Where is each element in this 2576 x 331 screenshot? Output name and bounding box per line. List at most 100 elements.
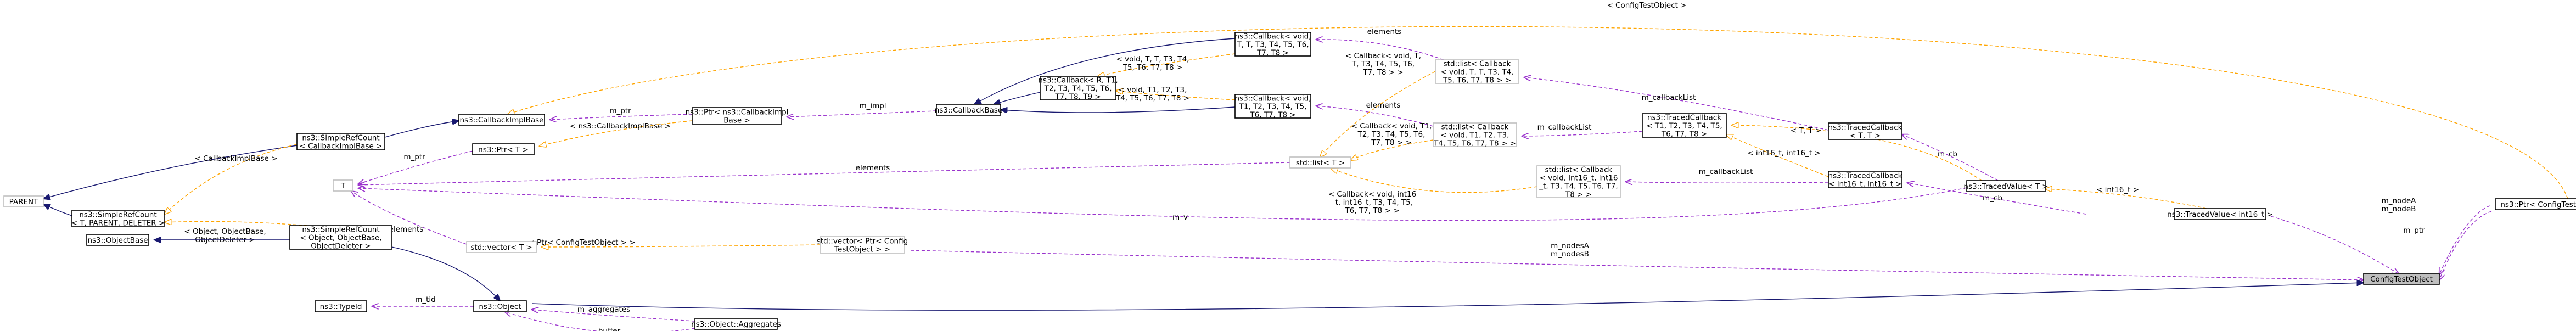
edge-line [550,114,693,120]
node-label-line: ns3::CallbackImplBase [460,116,544,125]
node-parent[interactable]: PARENT [3,195,44,207]
node-traced-T[interactable]: ns3::TracedValue< T > [1963,180,2049,192]
edge-label-line: < Ptr< ConfigTestObject > > [528,238,635,247]
node-label-line: T6, T7, T8 > [1249,111,1295,120]
node-T[interactable]: T [333,179,353,192]
edge-line [2270,216,2399,274]
edge-line [1626,182,1829,183]
edge-label: < Callback< void, T,T, T3, T4, T5, T6,T7… [1345,52,1421,77]
edge-e-tmpl-vec: < Ptr< ConfigTestObject > > [528,238,821,247]
node-label-line: std::list< Callback [1444,60,1511,69]
edge-label-line: m_callbackList [1699,167,1753,176]
node-cb-base[interactable]: ns3::CallbackBase [935,104,1002,116]
edge-label-line: m_tid [415,295,436,304]
node-label: ns3::SimpleRefCount< CallbackImplBase > [300,134,383,151]
node-label-line: < Object, ObjectBase, [300,234,381,243]
node-label-line: ns3::Ptr< ConfigTestObject > [2500,200,2576,209]
node-ptr-config[interactable]: ns3::Ptr< ConfigTestObject > [2495,198,2576,210]
node-traced-cb-T[interactable]: ns3::TracedCallback< T, T > [1828,122,1902,141]
edge-line [165,221,308,226]
node-label-line: ns3::ObjectBase [87,236,148,245]
node-vec-T[interactable]: std::vector< T > [466,241,537,253]
node-src-T[interactable]: ns3::SimpleRefCount< T, PARENT, DELETER … [71,210,165,228]
node-box [1234,32,1311,57]
edge-line [384,121,459,138]
edge-label-line: m_cb [1983,194,2002,203]
node-traced-cb-int16[interactable]: ns3::TracedCallback< int16_t, int16_t > [1828,171,1902,189]
node-typeid[interactable]: ns3::TypeId [315,300,367,312]
edge-label: elements [1367,27,1402,36]
node-label: ns3::TracedCallback< T1, T2, T3, T4, T5,… [1646,114,1722,139]
node-list-T[interactable]: std::list< T > [1289,156,1351,169]
node-cb-void-T1[interactable]: ns3::Callback< void,T1, T2, T3, T4, T5,T… [1234,94,1311,120]
edge-e-object-config [531,283,2364,311]
edge-line [2045,189,2207,209]
edge-label: < ConfigTestObject > [1607,1,1686,10]
node-label-line: < T, PARENT, DELETER > [71,219,165,228]
node-label-line: < CallbackImplBase > [300,142,383,151]
edge-label-line: m_callbackList [1642,93,1696,102]
node-src-obj[interactable]: ns3::SimpleRefCount< Object, ObjectBase,… [289,225,392,251]
edge-line [358,188,1967,221]
node-label-line: _t, T3, T4, T5, T6, T7, [1539,182,1618,191]
edge-line [542,245,821,247]
node-box [1828,171,1902,188]
node-label-line: ns3::TracedValue< T > [1963,182,2048,191]
edge-label-line: T7, T8 > > [1362,68,1403,77]
node-box [1966,180,2046,192]
node-box [296,133,385,150]
node-box [692,107,782,125]
node-label-line: < void, int16_t, int16 [1540,174,1618,183]
edge-label-line: T2, T3, T4, T5, T6, [1357,130,1426,139]
edge-line [391,246,500,301]
node-config[interactable]: ConfigTestObject [2363,273,2440,285]
node-label: ns3::Object [479,302,521,311]
edge-label: m_ptr [2403,226,2425,235]
edges-layer: m_nodeAm_nodeBm_ptrm_tracem_nodesAm_node… [43,1,2568,331]
node-label: ConfigTestObject [2370,275,2433,284]
edge-e-tmpl-cbR-T1: < void, T1, T2, T3,T4, T5, T6, T7, T8 > [1115,86,1236,103]
edge-e-cbbase-cbT [974,38,1236,104]
edge-line [1907,183,2086,215]
node-traced-cb-T1[interactable]: ns3::TracedCallback< T1, T2, T3, T4, T5,… [1642,113,1727,139]
node-traced-int16[interactable]: ns3::TracedValue< int16_t > [2167,208,2273,220]
node-label-line: T6, T7, T8 > [1661,130,1707,139]
edge-label: m_v [1172,213,1188,222]
node-list-cb-T[interactable]: std::list< Callback< void, T, T, T3, T4,… [1435,59,1519,85]
node-box [820,236,905,254]
node-label: ns3::Callback< void,T, T, T3, T4, T5, T6… [1234,32,1311,58]
node-cb-void-T[interactable]: ns3::Callback< void,T, T, T3, T4, T5, T6… [1234,32,1311,58]
node-box [1828,122,1902,140]
node-cb-R[interactable]: ns3::Callback< R, T1,T2, T3, T4, T5, T6,… [1038,76,1118,102]
node-label-line: T4, T5, T6, T7, T8 > > [1433,139,1516,148]
node-label-line: ns3::SimpleRefCount [302,226,379,234]
edge-e-cbbase-cbR [994,92,1041,104]
node-aggregates[interactable]: ns3::Object::Aggregates [691,318,781,330]
node-list-cb-int16[interactable]: std::list< Callback< void, int16_t, int1… [1536,165,1621,199]
edge-label: < Callback< void, int16_t, int16_t, T3, … [1328,190,1416,215]
edge-label: elements [389,225,424,234]
edge-e-aggregates: m_aggregates [532,305,695,322]
node-label-line: std::vector< T > [470,243,532,252]
node-label-line: T [340,182,346,190]
edge-label-line: T5, T6, T7, T8 > [1123,63,1183,72]
node-label-line: TestObject > > [834,245,890,254]
node-label-line: T2, T3, T4, T5, T6, [1044,85,1112,93]
edge-e-T-elements-list: elements [358,162,1290,185]
node-cbimpl[interactable]: ns3::CallbackImplBase [458,114,545,126]
node-label: T [340,182,346,190]
node-box [466,241,537,253]
node-label: std::list< Callback< void, T, T, T3, T4,… [1441,60,1514,85]
node-objbase[interactable]: ns3::ObjectBase [86,234,149,246]
node-label-line: ns3::SimpleRefCount [302,134,379,143]
node-src-cbimpl[interactable]: ns3::SimpleRefCount< CallbackImplBase > [296,133,385,151]
node-ptr-T[interactable]: ns3::Ptr< T > [472,143,535,155]
edge-label-line: m_v [1172,213,1188,222]
node-object[interactable]: ns3::Object [473,300,527,312]
edge-e-cblist-16: m_callbackList [1626,167,1829,183]
edge-label-line: T6, T7, T8 > > [1345,206,1400,215]
node-list-cb-T1[interactable]: std::list< Callback< void, T1, T2, T3,T4… [1433,122,1517,148]
